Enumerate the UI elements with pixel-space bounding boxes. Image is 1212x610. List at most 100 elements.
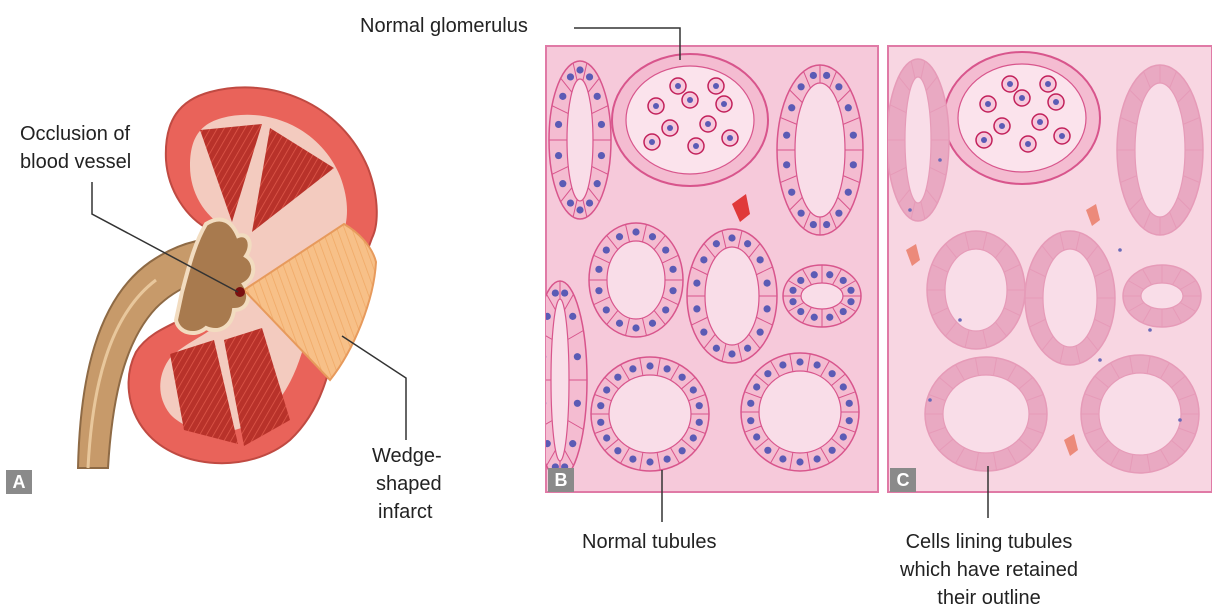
nucleus [552,289,559,296]
nucleus [662,246,669,253]
nucleus [840,308,847,315]
nucleus [797,277,804,284]
nucleus [595,266,602,273]
nucleus [561,289,568,296]
nucleus [544,440,551,447]
nucleus [598,121,605,128]
nucleus [835,83,842,90]
nucleus [574,400,581,407]
nucleus [616,320,623,327]
nucleus [814,361,821,368]
nucleus [567,199,574,206]
nucleus [747,417,754,424]
faded-tubule [927,231,1025,349]
nucleus [713,240,720,247]
nucleus [788,189,795,196]
nucleus [744,240,751,247]
nucleus [850,161,857,168]
cells-label-line2: which have retained [884,558,1094,582]
nucleus [555,121,562,128]
nucleus [594,180,601,187]
nucleus [597,419,604,426]
nucleus [598,152,605,159]
nucleus [555,152,562,159]
nuclear-dust [958,318,962,322]
normal-glomerulus-label: Normal glomerulus [360,14,528,38]
faded-tubule [1123,265,1201,327]
nucleus [629,365,636,372]
nucleus [679,447,686,454]
nucleus [586,199,593,206]
nucleus [763,279,770,286]
nucleus [616,233,623,240]
nucleus [763,305,770,312]
nuclear-dust [1178,418,1182,422]
nucleus [632,228,639,235]
nuclear-dust [938,158,942,162]
glomerulus [944,52,1100,184]
nucleus [796,358,803,365]
nucleus [614,447,621,454]
nucleus [544,313,551,320]
wedge-label-line1: Wedge- [372,444,442,468]
nucleus [810,221,817,228]
nucleus [700,256,707,263]
nucleus [574,353,581,360]
nucleus [829,447,836,454]
nucleus [649,233,656,240]
nucleus [753,383,760,390]
nucleus [845,189,852,196]
nucleus [747,400,754,407]
faded-tubule [1025,231,1115,365]
nucleus [823,72,830,79]
nucleus [649,320,656,327]
nucleus [614,374,621,381]
nucleus [788,104,795,111]
nucleus [753,433,760,440]
nucleus [559,180,566,187]
nucleus [646,458,653,465]
nucleus [586,73,593,80]
tubule [533,281,587,479]
nucleus [835,210,842,217]
nucleus [789,287,796,294]
nucleus [603,306,610,313]
nucleus [696,402,703,409]
wedge-leader-line [342,336,406,440]
nucleus [847,287,854,294]
tubule [777,65,863,235]
nuclear-dust [908,208,912,212]
tubule [783,265,861,327]
nucleus [797,308,804,315]
nucleus [595,287,602,294]
nuclear-dust [1148,328,1152,332]
nucleus [559,93,566,100]
nucleus [850,132,857,139]
wedge-label-line3: infarct [378,500,432,524]
nucleus [662,306,669,313]
nucleus [764,370,771,377]
nucleus [603,246,610,253]
nucleus [594,93,601,100]
nucleus [757,329,764,336]
faded-tubule [887,59,949,221]
cells-label-line1: Cells lining tubules [884,530,1094,554]
nucleus [669,287,676,294]
nucleus [744,345,751,352]
faded-tubule [925,357,1047,471]
nucleus [603,386,610,393]
nucleus [693,279,700,286]
nucleus [798,83,805,90]
nucleus [728,234,735,241]
nucleus [690,386,697,393]
tubule [591,357,709,471]
nucleus [696,419,703,426]
nucleus [664,456,671,463]
tubule [741,353,859,471]
nucleus [646,362,653,369]
nuclear-dust [928,398,932,402]
occlusion-label-line1: Occlusion of [20,122,130,146]
nucleus [811,314,818,321]
nucleus [713,345,720,352]
